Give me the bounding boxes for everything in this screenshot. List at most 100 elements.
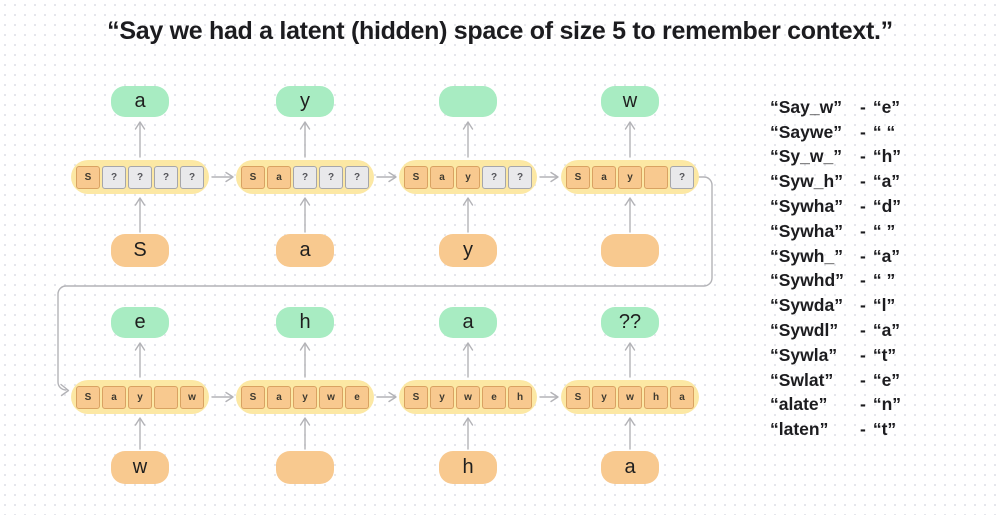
mapping-value: “ ”: [872, 220, 896, 241]
mapping-value: “n”: [872, 394, 902, 415]
latent-box: a: [267, 165, 291, 189]
output-bubble: y: [276, 86, 334, 117]
arrow-head: [299, 342, 311, 351]
mapping-dash: -: [860, 320, 866, 341]
arrow-head: [462, 121, 474, 130]
input-bubble: [601, 234, 659, 267]
mapping-value: “a”: [872, 171, 901, 192]
latent-box: h: [508, 385, 532, 409]
mapping-key: “Sywhd”: [770, 270, 844, 291]
latent-box: a: [670, 385, 694, 409]
latent-box: ?: [154, 165, 178, 189]
latent-box: ?: [293, 165, 317, 189]
latent-box: w: [618, 385, 642, 409]
mapping-key: “Saywe”: [770, 121, 842, 142]
arrow-head: [462, 342, 474, 351]
mapping-row: “Sywhd”-“ ”: [770, 269, 901, 294]
mapping-dash: -: [860, 220, 866, 241]
output-bubble: w: [601, 86, 659, 117]
arrow-head: [225, 391, 234, 403]
latent-box: ?: [180, 165, 204, 189]
latent-box: w: [319, 385, 343, 409]
mapping-row: “alate”-“n”: [770, 393, 901, 418]
mapping-key: “Swlat”: [770, 369, 834, 390]
mapping-row: “Swlat”-“e”: [770, 368, 901, 393]
mapping-key: “laten”: [770, 419, 829, 440]
latent-box: S: [566, 385, 590, 409]
arrow-head: [134, 417, 146, 426]
latent-box: [154, 385, 178, 409]
latent-box: [644, 165, 668, 189]
mapping-dash: -: [860, 96, 866, 117]
mapping-key: “Sywh_”: [770, 245, 843, 266]
output-bubble: a: [439, 307, 497, 338]
latent-box: S: [76, 385, 100, 409]
arrow-head: [624, 417, 636, 426]
mapping-value: “ “: [872, 121, 896, 142]
latent-box: ?: [319, 165, 343, 189]
latent-box: S: [404, 165, 428, 189]
latent-box: e: [482, 385, 506, 409]
latent-box: ?: [345, 165, 369, 189]
mapping-value: “e”: [872, 96, 901, 117]
arrow-head: [60, 383, 70, 397]
mapping-dash: -: [860, 344, 866, 365]
mapping-value: “a”: [872, 320, 901, 341]
input-bubble: y: [439, 234, 497, 267]
latent-box: h: [644, 385, 668, 409]
mapping-row: “Sywha”-“ ”: [770, 219, 901, 244]
mapping-row: “Syw_h”-“a”: [770, 169, 901, 194]
latent-box: y: [592, 385, 616, 409]
input-bubble: a: [276, 234, 334, 267]
arrow-head: [550, 391, 559, 403]
output-bubble: ??: [601, 307, 659, 338]
latent-box: S: [241, 165, 265, 189]
mapping-value: “ ”: [872, 270, 896, 291]
input-bubble: w: [111, 451, 169, 484]
mapping-key: “Sywla”: [770, 344, 838, 365]
latent-box: S: [241, 385, 265, 409]
latent-box: ?: [128, 165, 152, 189]
arrow-head: [462, 417, 474, 426]
latent-box: ?: [508, 165, 532, 189]
arrow-head: [299, 121, 311, 130]
mapping-row: “Sywha”-“d”: [770, 194, 901, 219]
mapping-row: “Sy_w_”-“h”: [770, 145, 901, 170]
latent-box: a: [267, 385, 291, 409]
arrow-head: [624, 197, 636, 206]
arrow-head: [225, 171, 234, 183]
latent-box: w: [180, 385, 204, 409]
wraparound-connector: [57, 176, 713, 391]
mapping-dash: -: [860, 245, 866, 266]
mapping-row: “Sywda”-“l”: [770, 293, 901, 318]
mapping-key: “Sy_w_”: [770, 146, 842, 167]
mapping-key: “Sywha”: [770, 220, 843, 241]
input-bubble: a: [601, 451, 659, 484]
arrow-head: [388, 391, 397, 403]
arrow-head: [624, 121, 636, 130]
latent-capsule: S????: [71, 160, 209, 194]
latent-box: S: [566, 165, 590, 189]
mapping-dash: -: [860, 146, 866, 167]
mapping-row: “Sywla”-“t”: [770, 343, 901, 368]
output-bubble: h: [276, 307, 334, 338]
mapping-key: “Sywdl”: [770, 320, 839, 341]
latent-box: y: [456, 165, 480, 189]
mapping-row: “Sywh_”-“a”: [770, 244, 901, 269]
mapping-value: “h”: [872, 146, 902, 167]
latent-box: a: [430, 165, 454, 189]
latent-box: y: [293, 385, 317, 409]
latent-box: y: [430, 385, 454, 409]
mapping-list: “Say_w”-“e”“Saywe”-“ ““Sy_w_”-“h”“Syw_h”…: [770, 95, 901, 442]
arrow-head: [462, 197, 474, 206]
mapping-value: “l”: [872, 295, 896, 316]
mapping-dash: -: [860, 121, 866, 142]
latent-box: S: [76, 165, 100, 189]
